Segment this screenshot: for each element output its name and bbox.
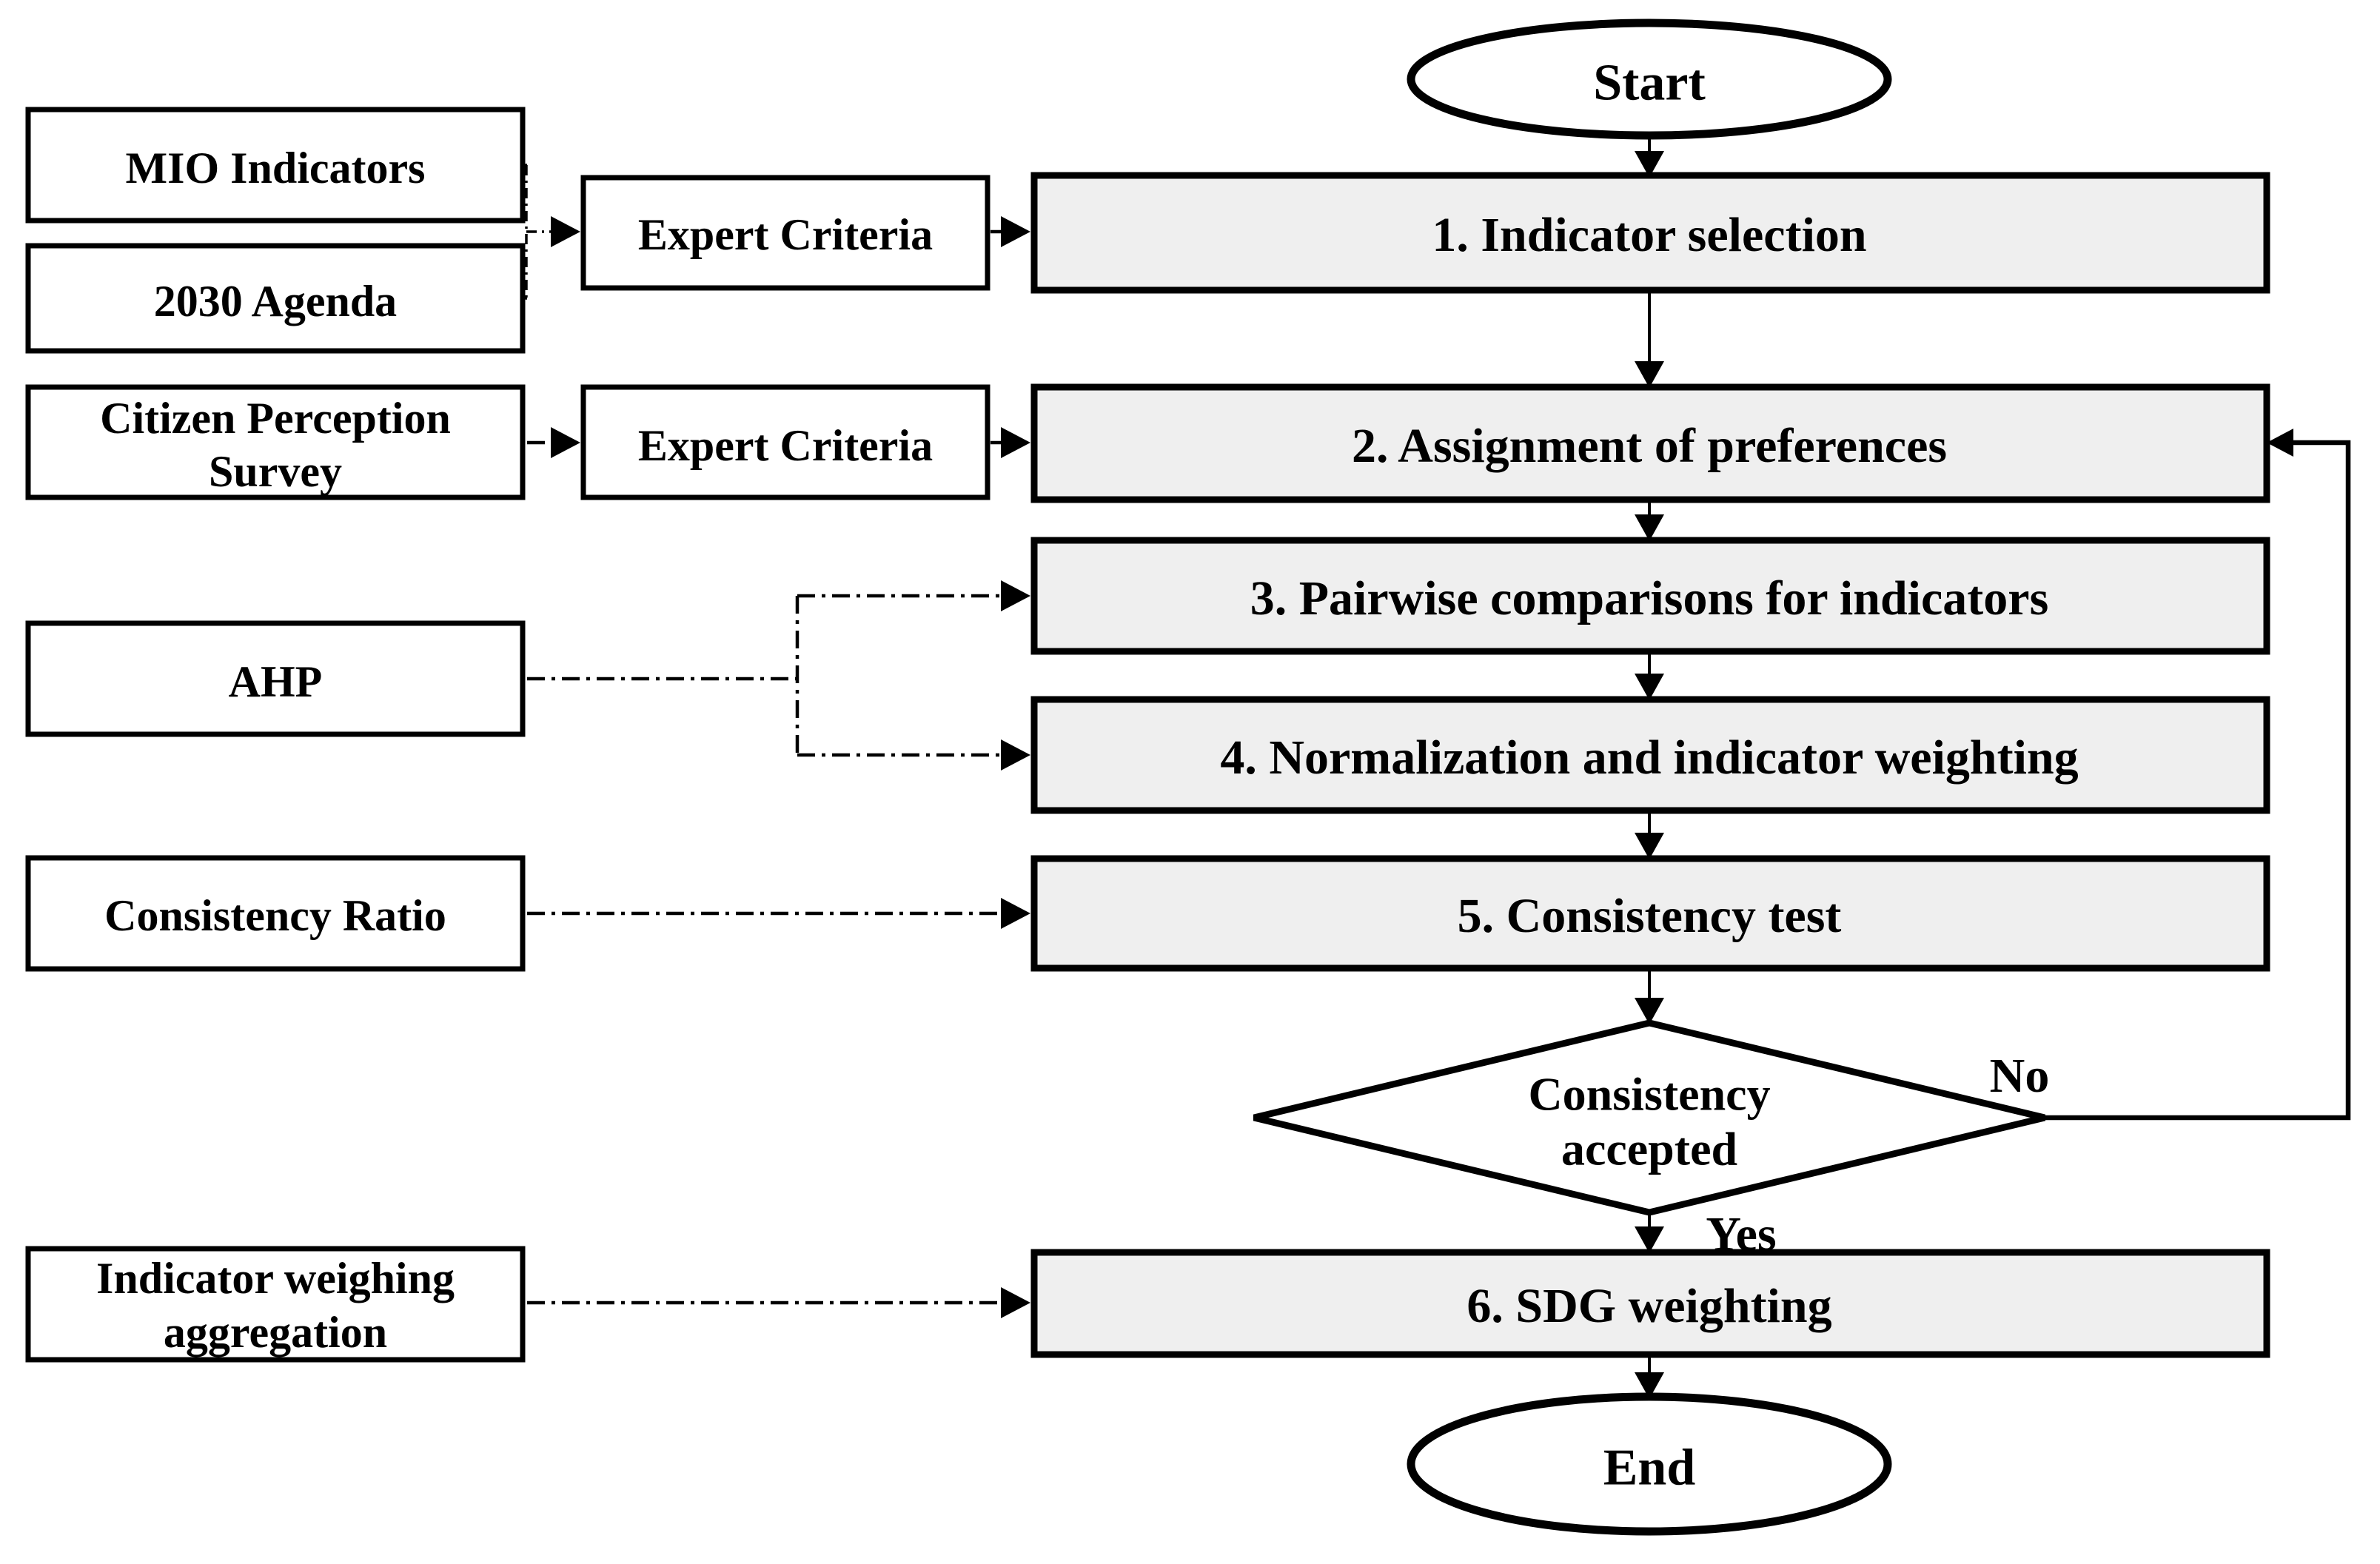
yes-branch-label: Yes: [1706, 1207, 1776, 1261]
step-3-pairwise-comparisons: 3. Pairwise comparisons for indicators: [1030, 537, 2270, 655]
step-1-label: 1. Indicator selection: [1432, 208, 1866, 262]
expert-criteria-box-2: Expert Criteria: [580, 384, 990, 500]
connector-ahp-split: [527, 580, 1030, 771]
arrow-step1-to-step2: [1635, 290, 1664, 388]
step-4-label: 4. Normalization and indicator weighting: [1220, 731, 2078, 785]
citizen-label-line2: Survey: [209, 447, 342, 496]
aggregation-label-line1: Indicator weighing: [96, 1254, 455, 1303]
arrow-start-to-step1: [1635, 135, 1664, 178]
step-6-label: 6. SDG weighting: [1466, 1279, 1831, 1333]
arrow-step4-to-step5: [1635, 810, 1664, 859]
input-mio-indicators: MIO Indicators: [25, 107, 526, 224]
expert-criteria-1-label: Expert Criteria: [638, 210, 933, 259]
aggregation-label-line2: aggregation: [164, 1308, 387, 1357]
input-consistency-ratio: Consistency Ratio: [25, 855, 526, 972]
input-2030-agenda: 2030 Agenda: [25, 243, 526, 354]
input-connectors: [517, 164, 1030, 1318]
step-5-label: 5. Consistency test: [1458, 889, 1842, 943]
step-2-label: 2. Assignment of preferences: [1352, 419, 1947, 473]
connector-cr-step5: [527, 898, 1030, 929]
arrow-step3-to-step4: [1635, 651, 1664, 700]
connector-iwa-step6: [527, 1287, 1030, 1318]
start-node: Start: [1407, 19, 1892, 140]
end-label: End: [1603, 1440, 1696, 1497]
connector-ec1-step1: [990, 216, 1030, 247]
citizen-label-line1: Citizen Perception: [100, 394, 451, 443]
decision-consistency-accepted: Consistency accepted: [1253, 1019, 2046, 1216]
step-4-normalization-weighting: 4. Normalization and indicator weighting: [1030, 696, 2270, 814]
end-node: End: [1407, 1392, 1892, 1536]
decision-label-line2: accepted: [1561, 1122, 1737, 1175]
consistency-ratio-label: Consistency Ratio: [104, 891, 446, 940]
ahp-label: AHP: [229, 657, 323, 706]
connector-citizen-ec2: [527, 427, 580, 458]
expert-criteria-box-1: Expert Criteria: [580, 175, 990, 291]
expert-criteria-2-label: Expert Criteria: [638, 421, 933, 470]
arrow-step6-to-end: [1635, 1355, 1664, 1399]
feedback-no-path: [2045, 429, 2351, 1121]
decision-label-line1: Consistency: [1528, 1067, 1770, 1120]
step-2-assignment-of-preferences: 2. Assignment of preferences: [1030, 383, 2270, 503]
connector-ec2-step2: [990, 427, 1030, 458]
start-label: Start: [1593, 55, 1706, 112]
input-indicator-weighing-aggregation: Indicator weighing aggregation: [25, 1246, 526, 1363]
mio-label: MIO Indicators: [126, 144, 426, 192]
step-5-consistency-test: 5. Consistency test: [1030, 855, 2270, 972]
step-6-sdg-weighting: 6. SDG weighting: [1030, 1249, 2270, 1358]
step-1-indicator-selection: 1. Indicator selection: [1030, 172, 2270, 294]
bracket-mio-agenda: [517, 164, 580, 300]
arrow-step5-to-decision: [1635, 968, 1664, 1024]
no-branch-label: No: [1990, 1049, 2050, 1103]
flow-arrows: [1635, 135, 1664, 1399]
step-3-label: 3. Pairwise comparisons for indicators: [1250, 571, 2049, 625]
input-citizen-perception-survey: Citizen Perception Survey: [25, 384, 526, 500]
agenda-label: 2030 Agenda: [154, 277, 397, 326]
arrow-step2-to-step3: [1635, 500, 1664, 541]
arrow-decision-to-step6: [1635, 1212, 1664, 1253]
input-ahp: AHP: [25, 620, 526, 737]
